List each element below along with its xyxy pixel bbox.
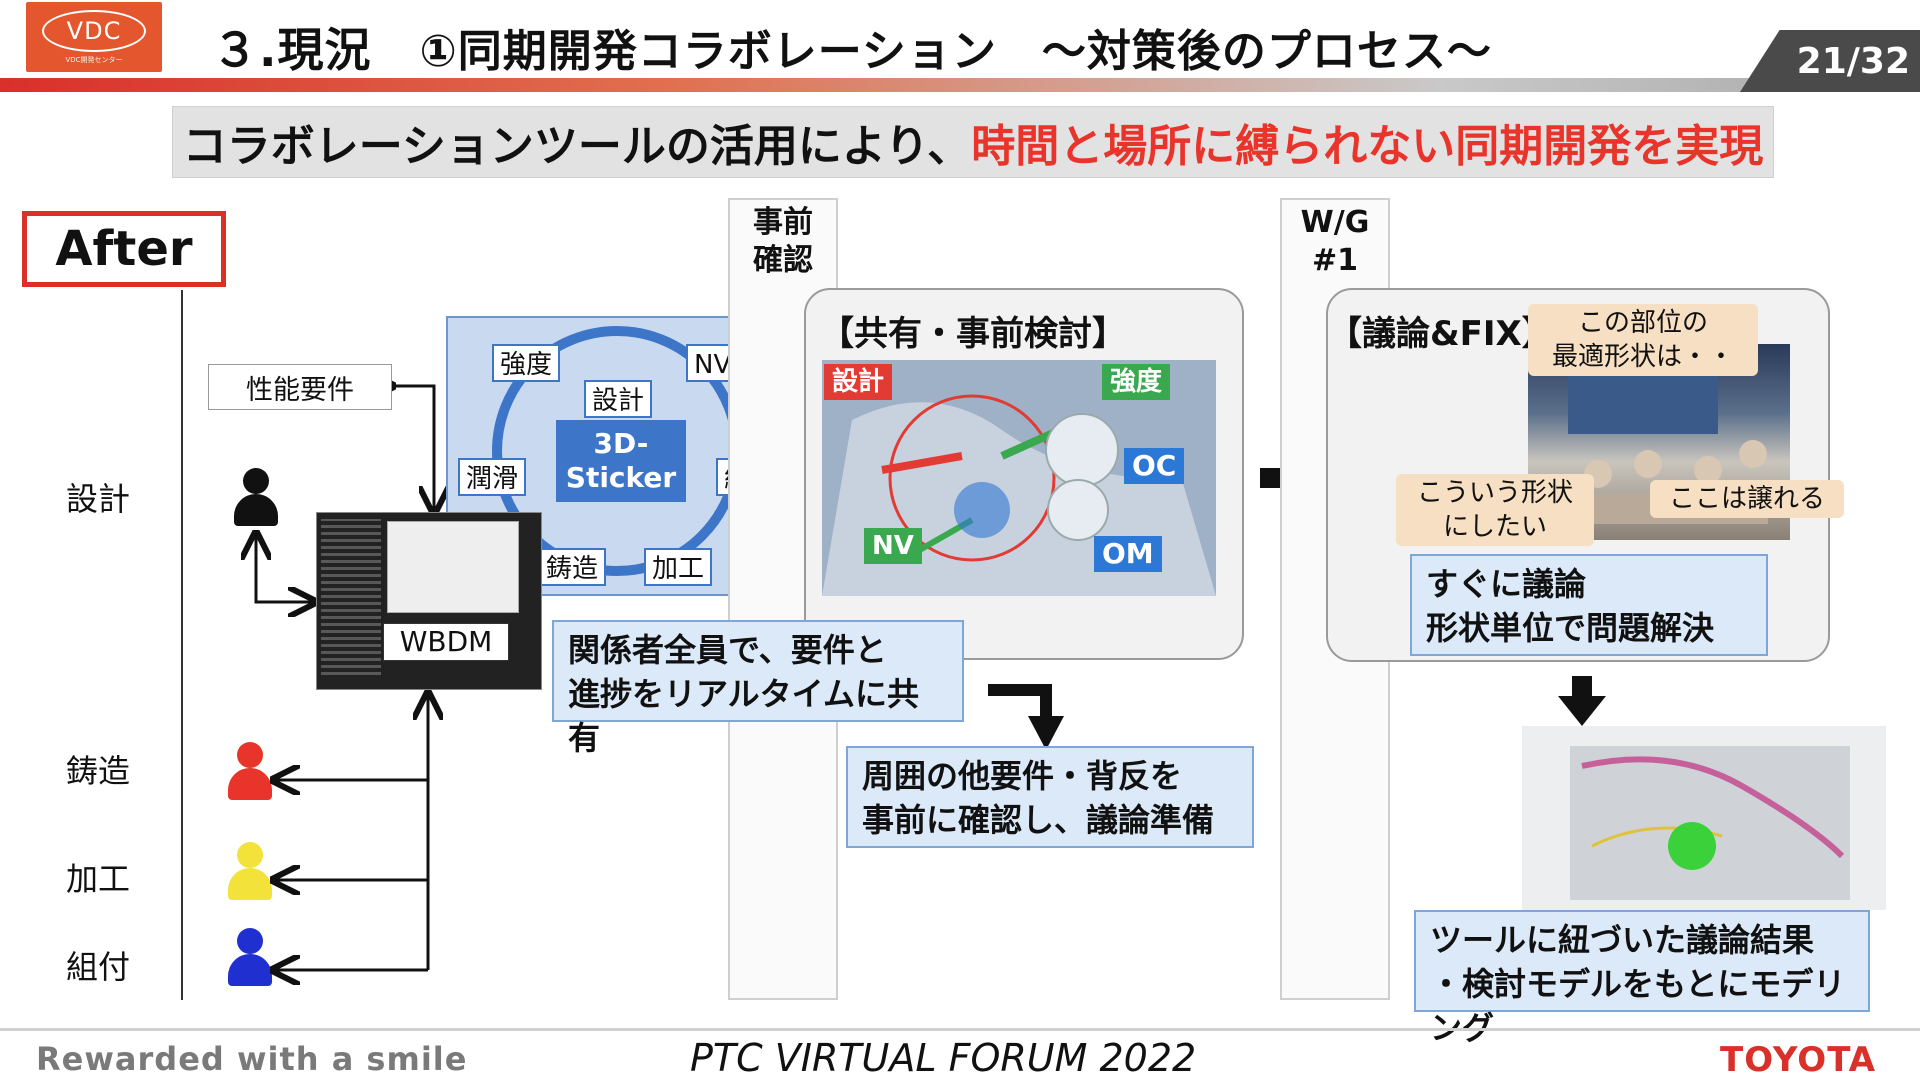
wbdm-label: WBDM (383, 623, 509, 661)
share-tag-design: 設計 (824, 364, 893, 400)
speech-bubble-optimal: この部位の 最適形状は・・ (1528, 304, 1758, 376)
summary-banner: コラボレーションツールの活用により、時間と場所に縛られない同期開発を実現 (172, 106, 1774, 178)
sticker-core-label: 3D- Sticker (565, 427, 677, 494)
person-machining-icon (228, 842, 272, 902)
title-main: ３.現況 (212, 23, 372, 77)
sticker-tag-lubrication: 潤滑 (458, 458, 527, 496)
sticker-tag-strength: 強度 (492, 344, 561, 382)
share-callout-precheck: 周囲の他要件・背反を 事前に確認し、議論準備 (846, 746, 1254, 848)
role-design: 設計 (66, 480, 131, 518)
performance-requirements-box: 性能要件 (208, 364, 392, 410)
discuss-callout-solve: すぐに議論 形状単位で問題解決 (1410, 554, 1768, 656)
banner-text: コラボレーションツールの活用により、 (182, 121, 972, 172)
timeline-line (181, 290, 183, 1000)
result-model-screenshot (1522, 726, 1886, 910)
down-arrow-icon (1558, 676, 1606, 726)
share-tag-oc: OC (1124, 448, 1185, 484)
role-machining: 加工 (66, 860, 131, 898)
logo-subtext: VDC開発センター (65, 55, 123, 64)
speech-bubble-concede: ここは譲れる (1650, 480, 1844, 518)
share-tag-nv: NV (864, 528, 922, 564)
sticker-tag-casting: 鋳造 (538, 548, 607, 586)
speech-bubble-shape: こういう形状 にしたい (1396, 474, 1594, 546)
share-tag-om: OM (1094, 536, 1162, 572)
sticker-tag-machining: 加工 (644, 548, 713, 586)
wbdm-screenshot: WBDM (316, 512, 542, 690)
role-casting: 鋳造 (66, 752, 131, 790)
slide-title: ３.現況 ①同期開発コラボレーション ～対策後のプロセス～ (212, 14, 1492, 80)
pre-check-header: 事前 確認 (753, 205, 813, 278)
bent-arrow-icon (988, 684, 1064, 750)
discuss-title: 【議論&FIX】 (1328, 314, 1556, 354)
title-sub: ①同期開発コラボレーション ～対策後のプロセス～ (419, 26, 1492, 77)
discuss-callout-modeling: ツールに紐づいた議論結果 ・検討モデルをもとにモデリング (1414, 910, 1870, 1047)
wg-header: W/G #1 (1300, 205, 1370, 278)
vdc-logo: VDC VDC開発センター (26, 2, 162, 72)
share-tag-strength: 強度 (1102, 364, 1171, 400)
share-title: 【共有・事前検討】 (820, 314, 1126, 354)
footer-brand: TOYOTA (1720, 1040, 1877, 1080)
person-design-icon (234, 468, 278, 528)
result-model-render (1570, 746, 1850, 900)
person-assembly-icon (228, 928, 272, 988)
after-label: After (22, 211, 226, 287)
footer-event: PTC VIRTUAL FORUM 2022 (690, 1036, 1197, 1080)
logo-text: VDC (42, 9, 146, 52)
sticker-core: 3D- Sticker (556, 420, 686, 502)
sticker-tag-design: 設計 (584, 380, 653, 418)
header-bar (0, 78, 1920, 92)
footer-divider (0, 1028, 1920, 1031)
person-casting-icon (228, 742, 272, 802)
share-callout-realtime: 関係者全員で、要件と 進捗をリアルタイムに共有 (552, 620, 964, 757)
banner-highlight: 時間と場所に縛られない同期開発を実現 (971, 121, 1764, 172)
footer-slogan: Rewarded with a smile (36, 1040, 468, 1078)
role-assembly: 組付 (66, 948, 131, 986)
